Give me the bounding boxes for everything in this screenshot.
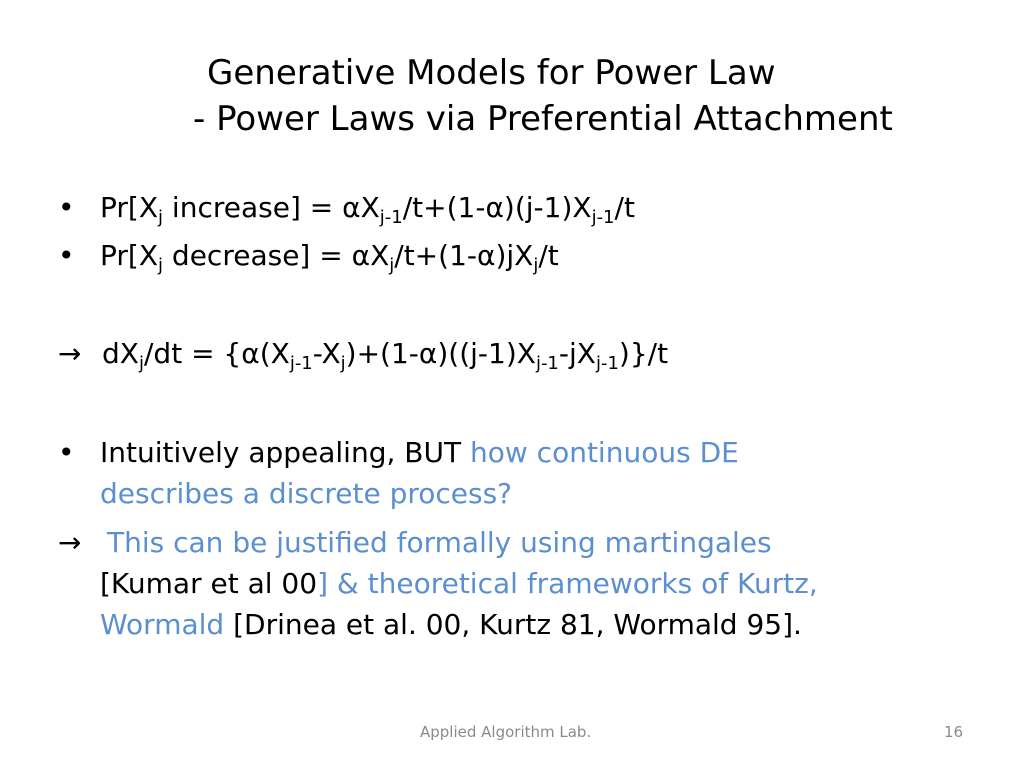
footer-lab-name: Applied Algorithm Lab. [420,723,592,741]
title-line-1: Generative Models for Power Law [207,53,776,93]
intuition-line-2: describes a discrete process? [100,477,513,510]
bullet-marker: • [58,239,75,272]
page-number: 16 [944,723,964,741]
justification-line-1: This can be justified formally using mar… [107,526,772,559]
arrow-icon: → [58,337,82,370]
title-line-2: - Power Laws via Preferential Attachment [193,99,893,139]
justification-line-2: [Kumar et al 00] & theoretical framework… [100,567,818,600]
bullet-marker: • [58,191,75,224]
bullet-marker: • [58,436,75,469]
bullet-decrease-text: Pr[Xj decrease] = αXj/t+(1-α)jXj/t [100,239,559,276]
arrow-icon: → [58,526,82,559]
justification-line-3: Wormald [Drinea et al. 00, Kurtz 81, Wor… [100,608,802,641]
equation-text: dXj/dt = {α(Xj-1-Xj)+(1-α)((j-1)Xj-1-jXj… [102,337,669,374]
bullet-increase-text: Pr[Xj increase] = αXj-1/t+(1-α)(j-1)Xj-1… [100,191,635,228]
intuition-line-1: Intuitively appealing, BUT how continuou… [100,436,739,469]
